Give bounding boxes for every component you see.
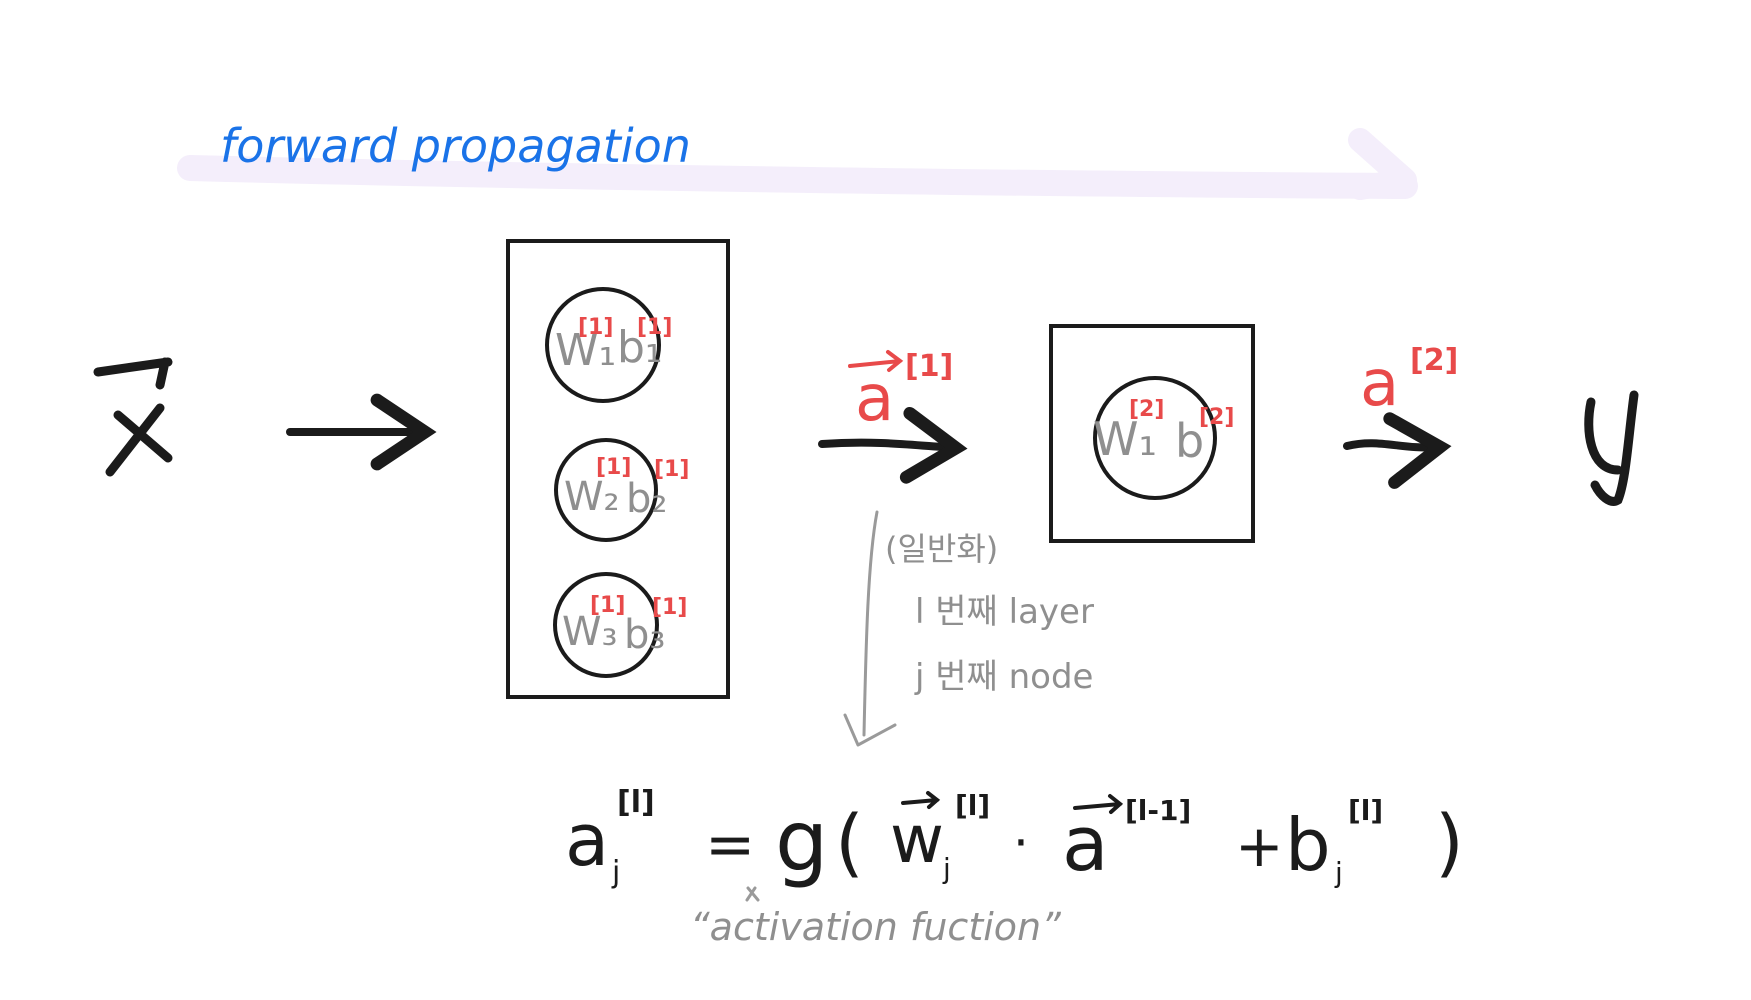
node2-weight: W₂: [564, 474, 620, 520]
formula-g: g: [775, 792, 828, 890]
forward-propagation-arrow: [177, 128, 1418, 200]
activation1-symbol: a: [855, 362, 894, 436]
layer2-node-weight: W₁: [1093, 412, 1157, 466]
formula: a j [l] = g ( w j [l] · a [l-1] + b j [l…: [565, 785, 1464, 890]
layer2-box: [1049, 324, 1255, 543]
formula-b: b: [1285, 803, 1331, 887]
note-layer: l 번째 layer: [915, 592, 1094, 632]
node1-weight: W₁: [555, 325, 616, 376]
node2-bias-sup: [1]: [654, 457, 689, 482]
formula-equals: =: [705, 810, 755, 880]
layer1-node-3: W₃ b₃ [1] [1]: [553, 572, 687, 678]
note-generalization: (일반화): [885, 530, 998, 568]
forward-propagation-title: forward propagation: [220, 119, 691, 173]
formula-rparen: ): [1435, 800, 1464, 886]
layer2-node-1: W₁ b [2] [2]: [1093, 376, 1234, 500]
activation1-sup: [1]: [905, 349, 953, 384]
formula-plus: +: [1235, 812, 1284, 880]
formula-w-sub: j: [942, 852, 951, 885]
formula-b-sub: j: [1334, 856, 1343, 889]
generalization-arrow: [843, 510, 897, 747]
formula-a-sup: [l-1]: [1125, 794, 1191, 827]
node1-weight-sup: [1]: [578, 315, 613, 340]
formula-lhs: a: [565, 798, 609, 882]
layer1-node-1: W₁ b₁ [1] [1]: [545, 287, 672, 403]
activation2-sup: [2]: [1410, 343, 1458, 378]
formula-w-sup: [l]: [955, 789, 990, 822]
formula-lhs-sub: j: [611, 855, 620, 890]
activation2-symbol: a: [1360, 347, 1399, 421]
arrow-layer1-to-layer2: [818, 406, 968, 484]
node3-weight: W₃: [562, 609, 618, 655]
formula-dot: ·: [1013, 814, 1029, 872]
node1-bias-sup: [1]: [637, 315, 672, 340]
output-y: [1584, 390, 1639, 506]
layer2-node-bias-sup: [2]: [1199, 405, 1234, 430]
node2-bias: b₂: [626, 476, 667, 522]
layer1-node-2: W₂ b₂ [1] [1]: [554, 438, 689, 542]
note-node: j 번째 node: [914, 657, 1093, 697]
node3-weight-sup: [1]: [590, 593, 625, 618]
activation-1-label: a [1]: [848, 349, 953, 436]
node3-bias: b₃: [624, 612, 665, 658]
arrow-layer2-to-output: [1343, 412, 1452, 489]
formula-lhs-sup: [l]: [617, 785, 655, 820]
activation-function-note: “activation fuction”: [690, 905, 1061, 949]
node1-bias: b₁: [617, 322, 663, 373]
node2-weight-sup: [1]: [596, 455, 631, 480]
node3-bias-sup: [1]: [652, 595, 687, 620]
layer2-node-weight-sup: [2]: [1129, 397, 1164, 422]
formula-a: a: [1062, 799, 1109, 888]
layer2-node-bias: b: [1175, 414, 1204, 468]
activation-note-pointer: [745, 886, 760, 902]
layer1-box: [506, 239, 730, 699]
formula-w: w: [890, 801, 944, 878]
input-x: [93, 357, 173, 477]
formula-lparen: (: [835, 800, 864, 886]
formula-b-sup: [l]: [1348, 794, 1383, 827]
